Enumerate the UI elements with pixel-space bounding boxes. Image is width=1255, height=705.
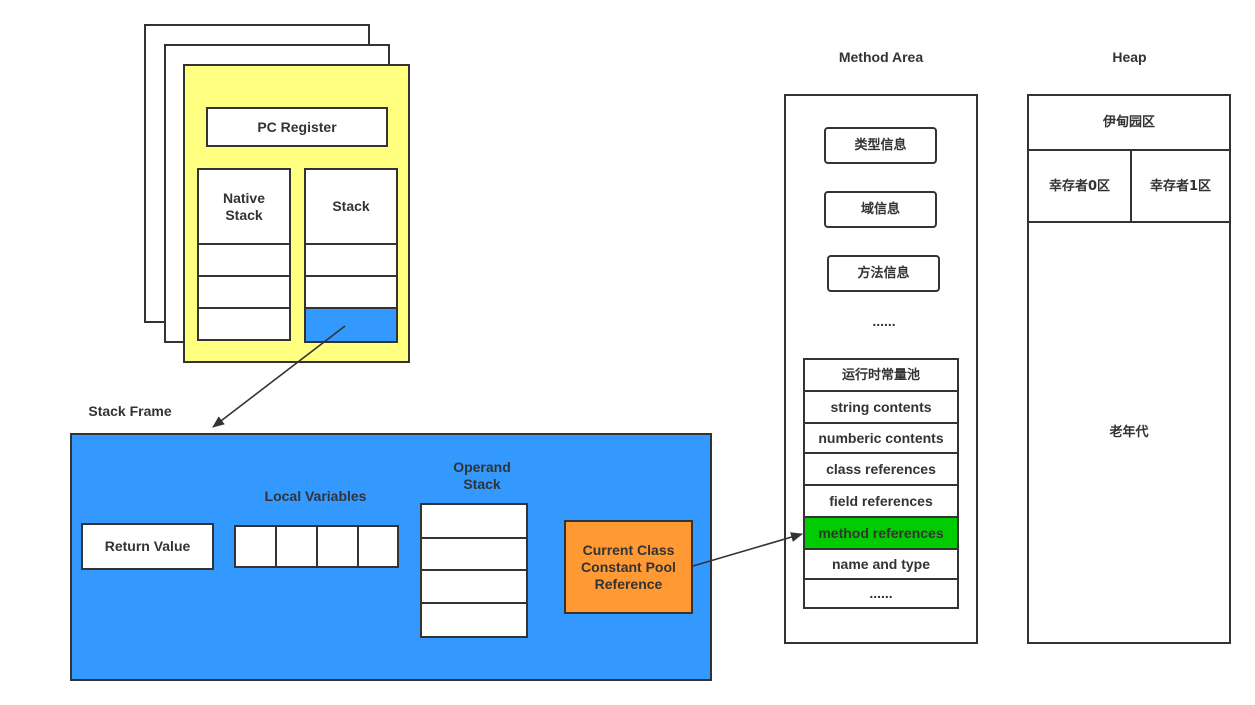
old-generation: 老年代: [1027, 221, 1231, 644]
field-info: 域信息: [824, 191, 937, 228]
pc-register: PC Register: [206, 107, 388, 147]
return-value: Return Value: [81, 523, 214, 570]
local-variable-slot: [275, 525, 318, 568]
heap-title: Heap: [1112, 49, 1147, 65]
native-stack-slot: [197, 307, 291, 341]
survivor-0-space: 幸存者0区: [1027, 149, 1132, 223]
local-variable-slot: [234, 525, 277, 568]
constant-pool-item-method-references: method references: [803, 516, 959, 550]
constant-pool-item: class references: [803, 452, 959, 486]
stack-slot-current-frame: [304, 307, 398, 343]
local-variables-label: Local Variables: [264, 488, 367, 504]
constant-pool-ref-arrow: [692, 532, 803, 567]
operand-stack-slot: [420, 569, 528, 604]
local-variable-slot: [357, 525, 399, 568]
stack-frame-title: Stack Frame: [88, 403, 172, 419]
frame-to-stack-frame-arrow: [212, 325, 346, 428]
survivor-1-space: 幸存者1区: [1130, 149, 1231, 223]
local-variable-slot: [316, 525, 359, 568]
operand-stack-label: Operand Stack: [453, 459, 511, 492]
method-area-title: Method Area: [838, 49, 924, 65]
operand-stack-slot: [420, 503, 528, 539]
method-area-ellipsis: ......: [872, 313, 896, 329]
stack-header: Stack: [304, 168, 398, 245]
constant-pool-item: name and type: [803, 548, 959, 580]
constant-pool-item: ......: [803, 578, 959, 609]
operand-stack-slot: [420, 602, 528, 638]
method-info: 方法信息: [827, 255, 940, 292]
current-class-constant-pool-reference: Current Class Constant Pool Reference: [564, 520, 693, 614]
type-info: 类型信息: [824, 127, 937, 164]
